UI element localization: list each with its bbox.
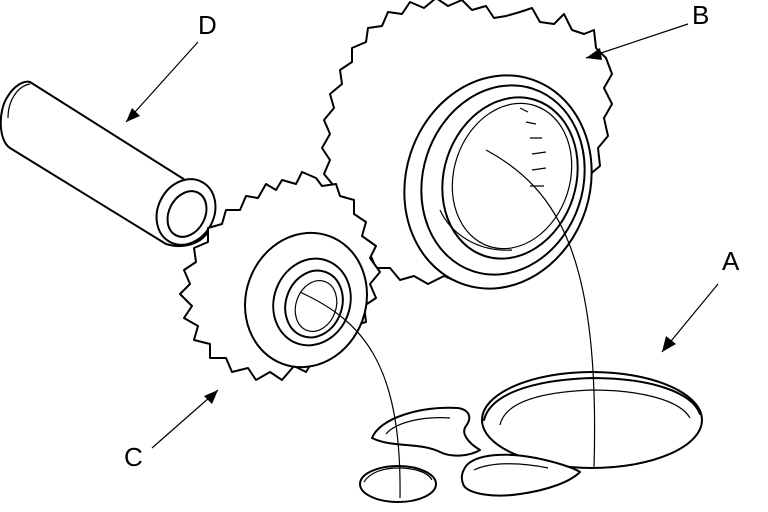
alignment-lines [299, 149, 596, 499]
label-b: B [692, 0, 709, 30]
bore-web [460, 453, 581, 497]
arrowhead-icon [126, 108, 140, 122]
callout-d: D [125, 10, 217, 123]
label-d: D [198, 10, 217, 40]
callout-c: C [124, 389, 219, 472]
label-c: C [124, 442, 143, 472]
arrowhead-icon [662, 336, 676, 352]
small-bore-lower [359, 465, 437, 503]
small-gear [179, 171, 381, 381]
pin-tube [0, 80, 217, 247]
arrowhead-icon [586, 48, 602, 60]
arrowhead-icon [204, 390, 218, 404]
label-a: A [722, 246, 740, 276]
callout-a: A [661, 246, 740, 353]
small-bore-upper [371, 406, 481, 457]
large-gear [321, 0, 613, 290]
housing-bores [359, 371, 703, 503]
callout-b: B [585, 0, 709, 60]
large-bore [481, 371, 703, 469]
